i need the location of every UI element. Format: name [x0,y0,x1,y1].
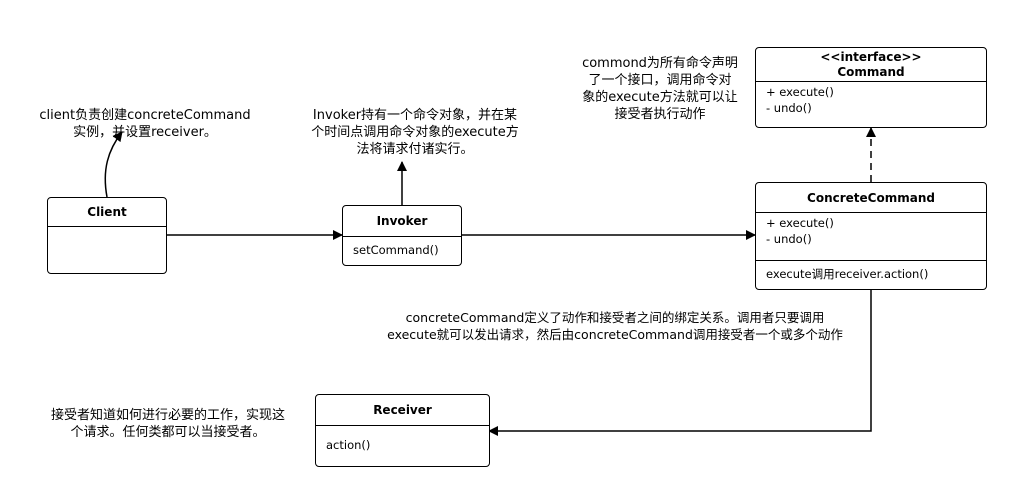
concrete-note-line: execute就可以发出请求，然后由concreteCommand调用接受者一个… [387,327,843,342]
concrete-command-impl: execute调用receiver.action() [756,260,986,284]
invoker-method: setCommand() [353,243,439,257]
command-note-line: 接受者执行动作 [614,107,706,122]
concrete-to-receiver-arrow [488,290,872,436]
invoker-class-name: Invoker [343,206,461,237]
client-note-line: 实例，并设置receiver。 [73,125,217,140]
concrete-command-note: concreteCommand定义了动作和接受者之间的绑定关系。调用者只要调用 … [356,309,874,343]
command-note-line: 象的execute方法就可以让 [582,90,738,105]
concrete-command-method: + execute() [766,216,834,230]
invoker-class[interactable]: Invoker setCommand() [342,205,462,266]
concrete-command-class[interactable]: ConcreteCommand + execute() - undo() exe… [755,182,987,290]
command-note: commond为所有命令声明 了一个接口，调用命令对 象的execute方法就可… [569,55,751,123]
invoker-note: Invoker持有一个命令对象，并在某 个时间点调用命令对象的execute方 … [292,107,538,158]
command-method: + execute() [766,85,834,99]
client-note: client负责创建concreteCommand 实例，并设置receiver… [20,107,270,141]
command-method: - undo() [766,101,812,115]
receiver-note-line: 个请求。任何类都可以当接受者。 [70,425,266,440]
concrete-note-line: concreteCommand定义了动作和接受者之间的绑定关系。调用者只要调用 [405,310,825,325]
concrete-command-methods: + execute() - undo() [756,213,986,260]
command-note-line: commond为所有命令声明 [582,56,738,71]
receiver-note: 接受者知道如何进行必要的工作，实现这 个请求。任何类都可以当接受者。 [28,407,308,441]
command-interface[interactable]: <<interface>> Command + execute() - undo… [755,47,987,128]
receiver-class[interactable]: Receiver action() [315,394,490,467]
command-methods: + execute() - undo() [756,82,986,118]
invoker-methods: setCommand() [343,237,461,260]
command-interface-header: <<interface>> Command [756,48,986,82]
concrete-command-impl-line: execute调用receiver.action() [766,267,929,281]
receiver-method: action() [326,438,371,452]
command-class-name: Command [837,65,905,79]
command-note-line: 了一个接口，调用命令对 [588,73,732,88]
client-class[interactable]: Client [47,197,167,274]
invoker-note-line: 法将请求付诸实行。 [356,142,474,157]
client-class-name: Client [48,198,166,227]
receiver-note-line: 接受者知道如何进行必要的工作，实现这 [50,408,285,423]
client-note-line: client负责创建concreteCommand [39,108,251,123]
concrete-command-method: - undo() [766,232,812,246]
receiver-methods: action() [316,426,489,455]
client-note-pointer [104,131,123,198]
command-stereotype: <<interface>> [820,50,922,64]
concrete-command-class-name: ConcreteCommand [756,183,986,213]
receiver-class-name: Receiver [316,395,489,426]
invoker-note-line: 个时间点调用命令对象的execute方 [311,125,519,140]
invoker-note-line: Invoker持有一个命令对象，并在某 [312,108,518,123]
